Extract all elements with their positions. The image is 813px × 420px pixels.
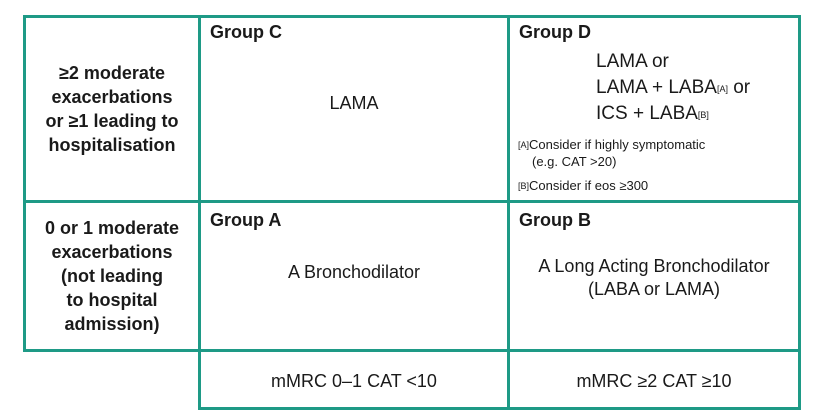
- group-d-therapy-line: LAMA + LABA[A] or: [596, 75, 750, 101]
- group-a-therapy: A Bronchodilator: [287, 262, 421, 282]
- row-label-line: hospitalisation: [48, 135, 176, 155]
- footer-symptoms-low: mMRC 0–1 CAT <10: [271, 371, 437, 391]
- group-c-therapy: LAMA: [329, 93, 379, 113]
- footnote-a-line: [A]Consider if highly symptomatic: [518, 136, 705, 153]
- group-b-title: Group B: [519, 210, 591, 230]
- footnote-b-marker: [B]: [518, 181, 530, 191]
- footnote-marker-b: [B]: [697, 110, 709, 120]
- footnote-a: [A]Consider if highly symptomatic (e.g. …: [518, 136, 705, 170]
- group-d-therapy: LAMA or LAMA + LABA[A] or ICS + LABA[B]: [596, 49, 750, 127]
- therapy-text: LAMA + LABA: [596, 77, 717, 98]
- footnote-text: Consider if eos ≥300: [529, 178, 649, 193]
- therapy-text: ICS + LABA: [596, 103, 698, 124]
- right-border: [798, 15, 801, 410]
- group-d-therapy-line: LAMA or: [596, 51, 669, 72]
- row-divider: [23, 200, 801, 203]
- footnote-marker-a: [A]: [716, 84, 728, 94]
- footnote-text: Consider if highly symptomatic: [529, 137, 706, 152]
- row-label-line: exacerbations: [51, 87, 173, 107]
- group-d-therapy-line: ICS + LABA[B]: [596, 101, 750, 127]
- top-border: [23, 15, 801, 18]
- row-label-line: or ≥1 leading to: [45, 111, 179, 131]
- row-label-line: exacerbations: [51, 242, 173, 262]
- group-a-title: Group A: [210, 210, 282, 230]
- footer-symptoms-high: mMRC ≥2 CAT ≥10: [576, 371, 732, 391]
- row-label-line: 0 or 1 moderate: [44, 218, 180, 238]
- row-label-line: ≥2 moderate: [59, 63, 165, 83]
- left-border: [23, 15, 26, 352]
- label-divider: [198, 15, 201, 410]
- footnote-a-line: (e.g. CAT >20): [532, 154, 617, 169]
- bottom-border: [198, 407, 801, 410]
- footnote-b: [B]Consider if eos ≥300: [518, 177, 648, 194]
- group-b-therapy: A Long Acting Bronchodilator (LABA or LA…: [510, 255, 798, 301]
- group-d-title: Group D: [519, 22, 591, 42]
- row-label-line: to hospital: [66, 290, 158, 310]
- group-c-title: Group C: [210, 22, 282, 42]
- footnote-a-marker: [A]: [518, 140, 530, 150]
- column-divider: [507, 15, 510, 410]
- footer-top-border: [23, 349, 801, 352]
- row-label-line: (not leading: [61, 266, 163, 286]
- row-label-high-exacerbations: ≥2 moderate exacerbations or ≥1 leading …: [26, 18, 198, 200]
- therapy-text: or: [727, 77, 751, 98]
- group-b-therapy-line: A Long Acting Bronchodilator: [538, 256, 770, 276]
- group-b-therapy-line: (LABA or LAMA): [587, 279, 721, 299]
- row-label-low-exacerbations: 0 or 1 moderate exacerbations (not leadi…: [26, 203, 198, 349]
- row-label-line: admission): [64, 314, 160, 334]
